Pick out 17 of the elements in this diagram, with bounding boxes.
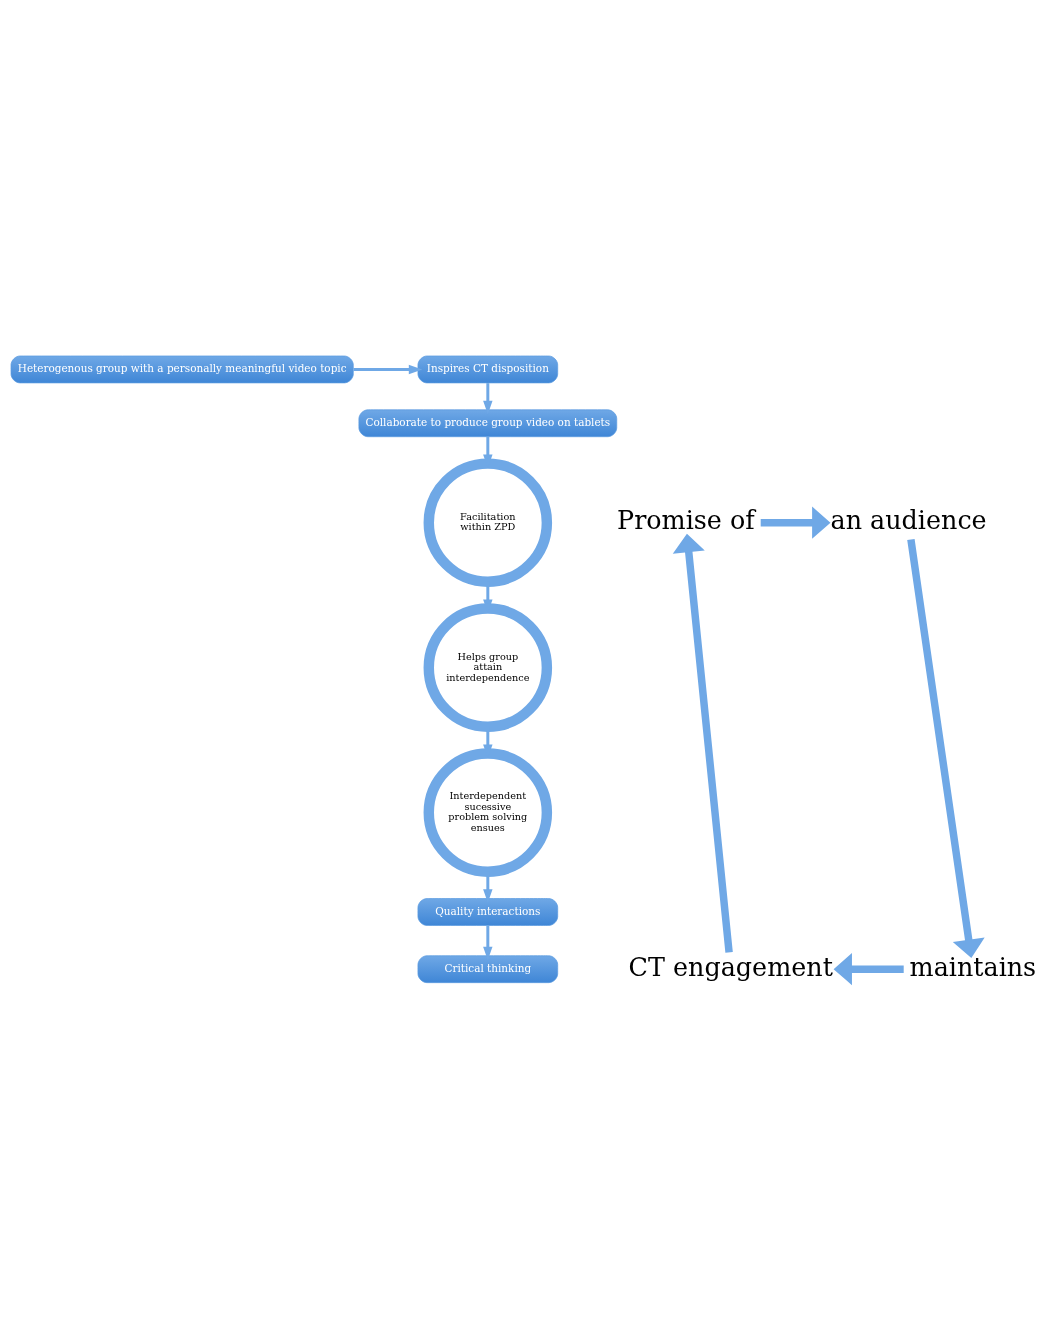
arrow xyxy=(483,382,493,414)
node-circle: Helps group attain interdependence xyxy=(423,602,553,732)
node-box: Heterogenous group with a personally meaningful video topic xyxy=(10,355,354,383)
arrow xyxy=(672,533,733,953)
node-text: maintains xyxy=(909,951,1037,982)
arrow xyxy=(483,925,493,960)
arrow xyxy=(353,364,423,374)
node-box: Critical thinking xyxy=(417,954,559,983)
node-text: CT engagement xyxy=(628,951,833,982)
node-box: Inspires CT disposition xyxy=(417,355,559,383)
node-circle: Interdependent sucessive problem solving ensues xyxy=(423,747,553,877)
arrow xyxy=(907,538,985,958)
node-text: an audience xyxy=(830,504,987,535)
node-box: Collaborate to produce group video on tablets xyxy=(358,408,618,437)
node-box: Quality interactions xyxy=(417,897,559,926)
node-text: Promise of xyxy=(617,504,755,535)
node-circle: Facilitation within ZPD xyxy=(423,457,553,587)
